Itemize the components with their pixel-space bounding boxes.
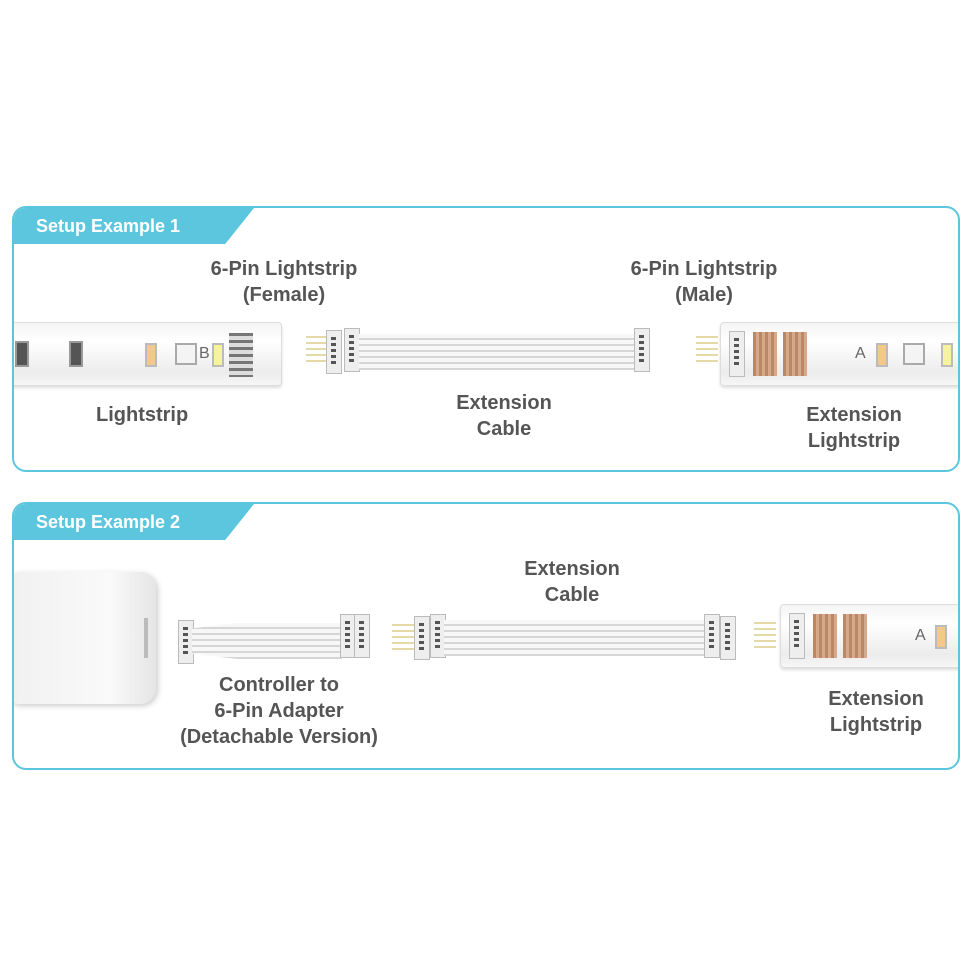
controller xyxy=(14,572,156,704)
female-label-line2: (Female) xyxy=(242,284,326,306)
female-label: 6-Pin Lightstrip (Female) xyxy=(194,256,374,308)
tab-title: Setup Example 1 xyxy=(36,216,181,236)
adapter-label-line3: (Detachable Version) xyxy=(180,726,378,748)
setup-example-2-panel: Setup Example 2 Controller to 6-Pin Adapt… xyxy=(12,502,960,770)
cable-label-line2: Cable xyxy=(476,418,532,440)
extension-cable-1 xyxy=(359,334,634,370)
extension-lightstrip-2: A xyxy=(780,604,958,668)
cable-label-line1: Extension xyxy=(456,392,552,414)
extension-lightstrip-1: A xyxy=(720,322,958,386)
adapter-label: Controller to 6-Pin Adapter (Detachable Ve… xyxy=(164,672,394,750)
male-label-line1: 6-Pin Lightstrip xyxy=(630,258,778,280)
marker-a: A xyxy=(855,345,866,362)
setup-example-2-tab: Setup Example 2 xyxy=(14,504,254,540)
lightstrip-label: Lightstrip xyxy=(96,404,189,426)
marker-a: A xyxy=(915,627,926,644)
lightstrip-female: B xyxy=(14,322,282,386)
ext-label-line2: Lightstrip xyxy=(829,714,923,736)
ext-label-line1: Extension xyxy=(828,688,924,710)
female-label-line1: 6-Pin Lightstrip xyxy=(210,258,358,280)
setup-example-1-tab: Setup Example 1 xyxy=(14,208,254,244)
ext-label-line2: Lightstrip xyxy=(807,430,901,452)
extension-cable-2 xyxy=(444,620,704,656)
adapter-label-line2: 6-Pin Adapter xyxy=(214,700,344,722)
cable-label-line1: Extension xyxy=(524,558,620,580)
male-label: 6-Pin Lightstrip (Male) xyxy=(614,256,794,308)
adapter-label-line1: Controller to xyxy=(219,674,339,696)
setup-example-1-panel: Setup Example 1 6-Pin Lightstrip (Female)… xyxy=(12,206,960,472)
ext-label-line1: Extension xyxy=(806,404,902,426)
cable-label-line2: Cable xyxy=(544,584,600,606)
adapter-cable xyxy=(192,623,342,659)
marker-b: B xyxy=(199,345,210,362)
male-label-line2: (Male) xyxy=(675,284,733,306)
tab-title: Setup Example 2 xyxy=(36,512,181,532)
